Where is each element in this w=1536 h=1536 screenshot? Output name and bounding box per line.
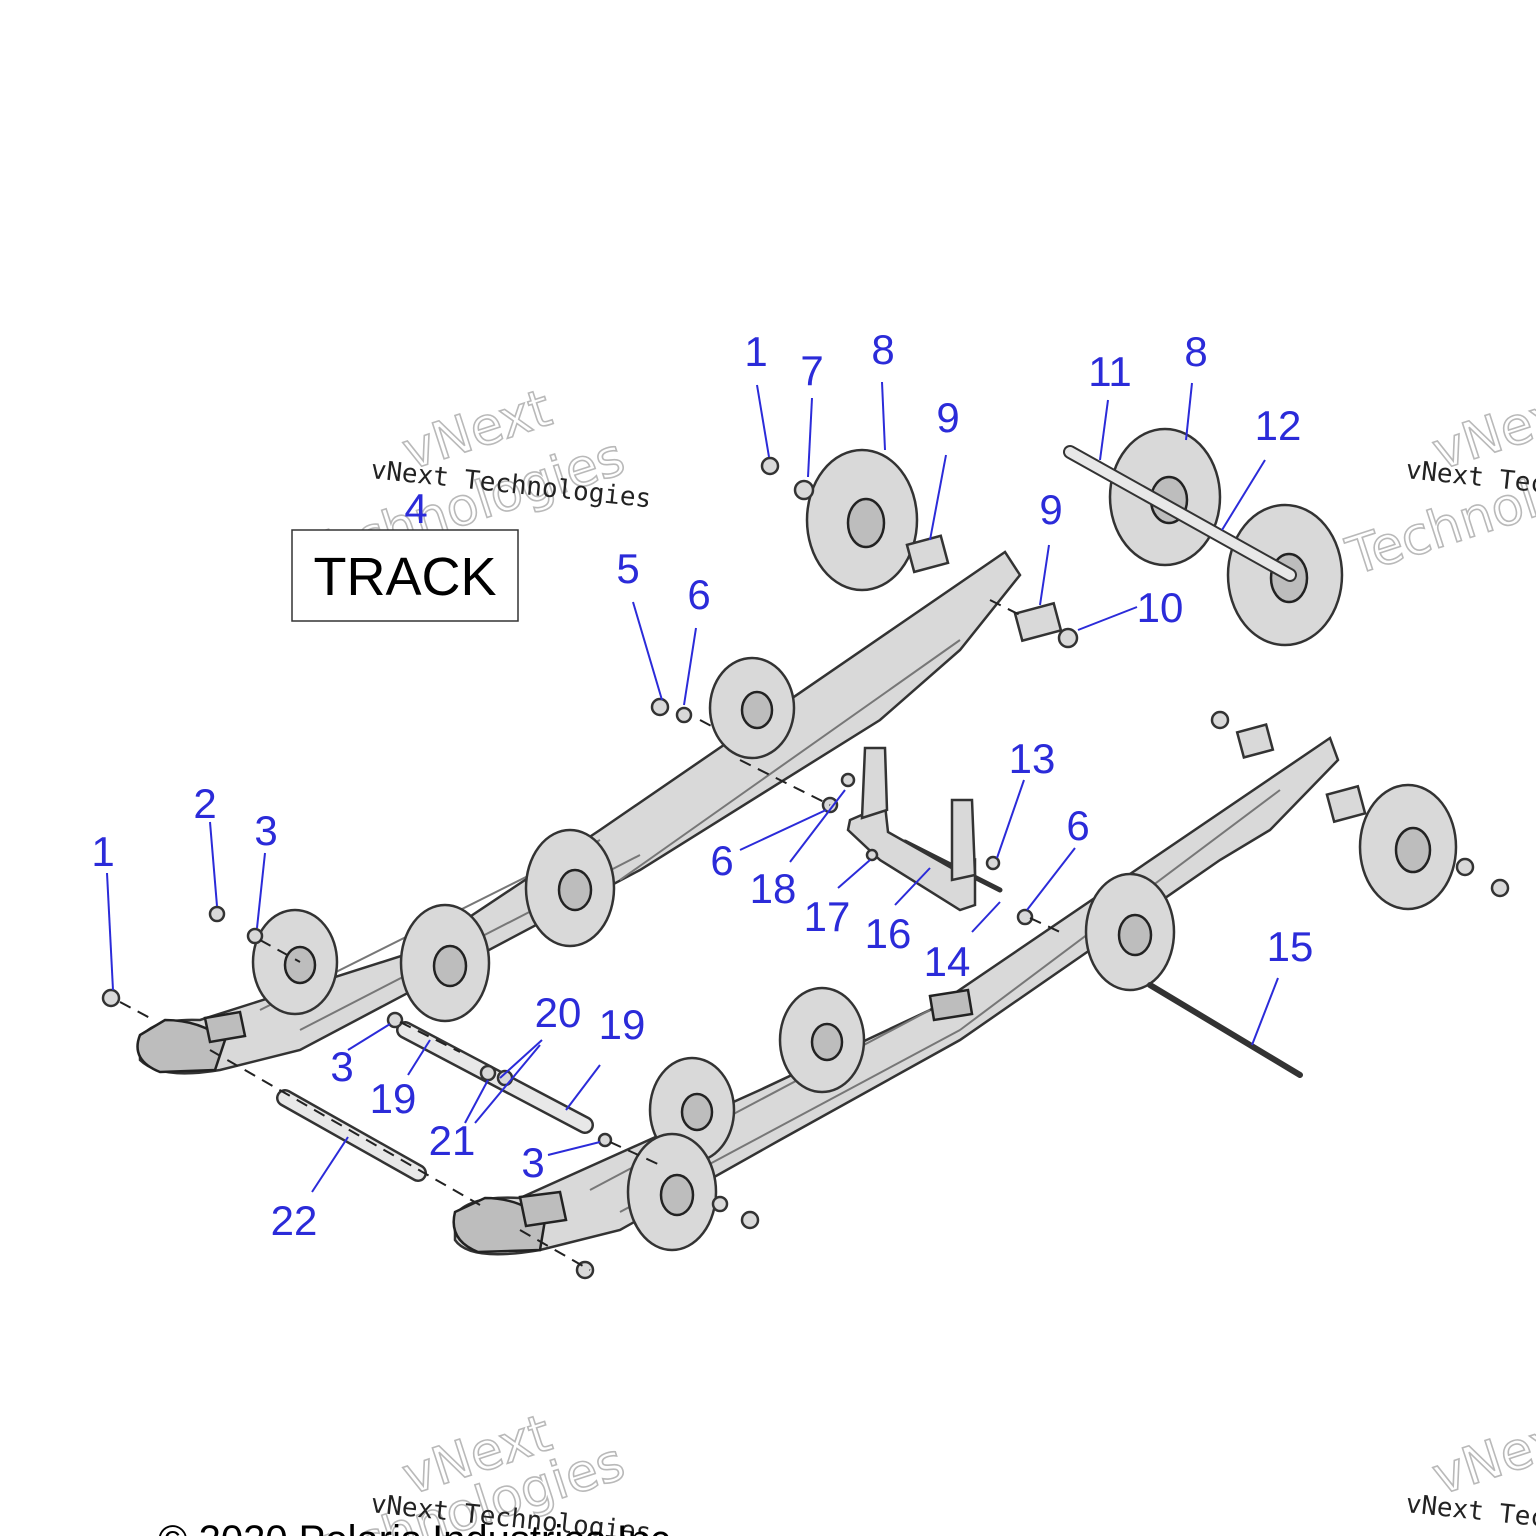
callout-4: 4 <box>404 485 427 532</box>
hardware <box>101 456 1510 1280</box>
callout-20: 20 <box>535 989 582 1036</box>
copyright-text: © 2020 Polaris Industries Inc. <box>158 1518 681 1536</box>
callout-6-right: 6 <box>1066 802 1089 849</box>
callout-9-top: 9 <box>936 394 959 441</box>
callout-10: 10 <box>1137 584 1184 631</box>
callout-3-top: 3 <box>254 807 277 854</box>
wheel <box>524 828 616 948</box>
callout-18: 18 <box>750 865 797 912</box>
callout-13: 13 <box>1009 735 1056 782</box>
wheel <box>1108 427 1222 567</box>
callout-14: 14 <box>924 938 971 985</box>
wheel <box>805 448 919 592</box>
callout-9-mid: 9 <box>1039 486 1062 533</box>
callout-6-center: 6 <box>710 837 733 884</box>
callout-1-top: 1 <box>744 328 767 375</box>
watermark-bottom-left: vNext Technologies vNext Technologies <box>294 1403 653 1536</box>
leader-lines <box>106 381 1279 1193</box>
rail-right <box>452 736 1340 1256</box>
track-label: TRACK <box>313 547 496 607</box>
callout-6-top: 6 <box>687 571 710 618</box>
callout-labels: 1 7 8 9 11 8 12 4 5 6 9 10 2 3 1 13 6 6 … <box>91 326 1313 1244</box>
wheel <box>1084 872 1176 992</box>
wheel <box>708 656 796 760</box>
wheel <box>1358 783 1458 911</box>
callout-11: 11 <box>1088 348 1132 395</box>
watermark-bottom-right: vNext vNext Technologies <box>1404 1403 1536 1536</box>
wheel <box>251 908 339 1016</box>
callout-1-left: 1 <box>91 828 114 875</box>
callout-7: 7 <box>800 347 823 394</box>
callout-5: 5 <box>616 545 639 592</box>
callout-8-left: 8 <box>871 326 894 373</box>
callout-3-mid: 3 <box>330 1043 353 1090</box>
callout-15: 15 <box>1267 923 1314 970</box>
svg-text:vNext Technologies: vNext Technologies <box>1404 1489 1536 1536</box>
track-box: TRACK <box>291 529 519 622</box>
callout-3-bottom: 3 <box>521 1139 544 1186</box>
rail-left <box>136 550 1022 1075</box>
wheel <box>778 986 866 1094</box>
svg-text:vNext: vNext <box>1425 1403 1536 1507</box>
callout-8-right: 8 <box>1184 328 1207 375</box>
center-bracket <box>846 746 977 912</box>
assembly-lines <box>119 599 1061 1271</box>
callout-21: 21 <box>429 1117 476 1164</box>
wheel <box>626 1132 718 1252</box>
callout-17: 17 <box>804 893 851 940</box>
callout-19-right: 19 <box>599 1001 646 1048</box>
callout-22: 22 <box>271 1197 318 1244</box>
callout-19-left: 19 <box>370 1075 417 1122</box>
callout-16: 16 <box>865 910 912 957</box>
callout-12: 12 <box>1255 402 1302 449</box>
callout-2: 2 <box>193 780 216 827</box>
watermark-top-right: vNext Technologies vNext Technologies <box>1339 378 1536 589</box>
wheel <box>399 903 491 1023</box>
wheels <box>251 427 1458 1252</box>
